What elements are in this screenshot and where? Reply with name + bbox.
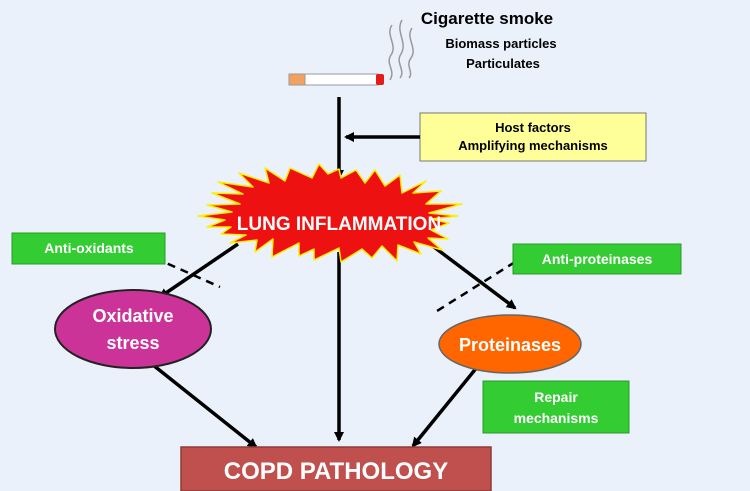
arrow-inflammation-to-proteinases: [428, 242, 517, 310]
copd-pathology-label: COPD PATHOLOGY: [224, 458, 448, 485]
host-factors-bg: [419, 112, 647, 162]
repair-mechanisms-line1: Repair: [534, 389, 578, 405]
host-factors-line1: Host factors: [495, 120, 571, 135]
arrow-proteinases-to-pathology: [411, 364, 480, 448]
arrow-oxidative-to-pathology: [146, 359, 258, 449]
lung-inflammation-label: LUNG INFLAMMATION: [237, 214, 441, 235]
host-factors-box: Host factors Amplifying mechanisms: [419, 112, 647, 162]
repair-mechanisms-bg: [482, 380, 630, 434]
lung-inflammation-burst: LUNG INFLAMMATION: [197, 163, 463, 263]
cigarette-icon: [288, 73, 384, 86]
oxidative-stress-line1: Oxidative: [92, 306, 173, 326]
antiproteinases-label: Anti-proteinases: [542, 251, 653, 267]
lung-inflammation-shape: [197, 163, 463, 263]
antiproteinase-inhibition-line: [436, 260, 516, 313]
smoke-icon: [388, 19, 414, 81]
copd-pathology-box: COPD PATHOLOGY: [180, 446, 492, 491]
proteinases-ellipse: [438, 314, 582, 374]
source-cigarette-smoke: Cigarette smoke: [421, 9, 553, 28]
proteinases-label: Proteinases: [459, 335, 561, 355]
host-factors-line2: Amplifying mechanisms: [458, 138, 608, 153]
antioxidant-inhibition-line: [154, 256, 221, 289]
antioxidants-bg: [11, 232, 166, 265]
arrow-inflammation-to-oxidative: [158, 242, 239, 299]
source-particulates: Particulates: [466, 56, 540, 71]
proteinases-node: Proteinases: [438, 314, 582, 374]
oxidative-stress-ellipse: [54, 289, 212, 369]
antiproteinases-bg: [512, 243, 682, 275]
repair-mechanisms-line2: mechanisms: [514, 410, 599, 426]
source-biomass: Biomass particles: [445, 36, 556, 51]
copd-pathology-bg: [180, 446, 492, 491]
antioxidants-label: Anti-oxidants: [44, 240, 134, 256]
arrows: [146, 97, 517, 449]
antioxidants-box: Anti-oxidants: [11, 232, 166, 265]
antiproteinases-box: Anti-proteinases: [512, 243, 682, 275]
oxidative-stress-line2: stress: [106, 333, 159, 353]
repair-mechanisms-box: Repair mechanisms: [482, 380, 630, 434]
inhibition-lines: [154, 256, 516, 313]
oxidative-stress-node: Oxidative stress: [54, 289, 212, 369]
